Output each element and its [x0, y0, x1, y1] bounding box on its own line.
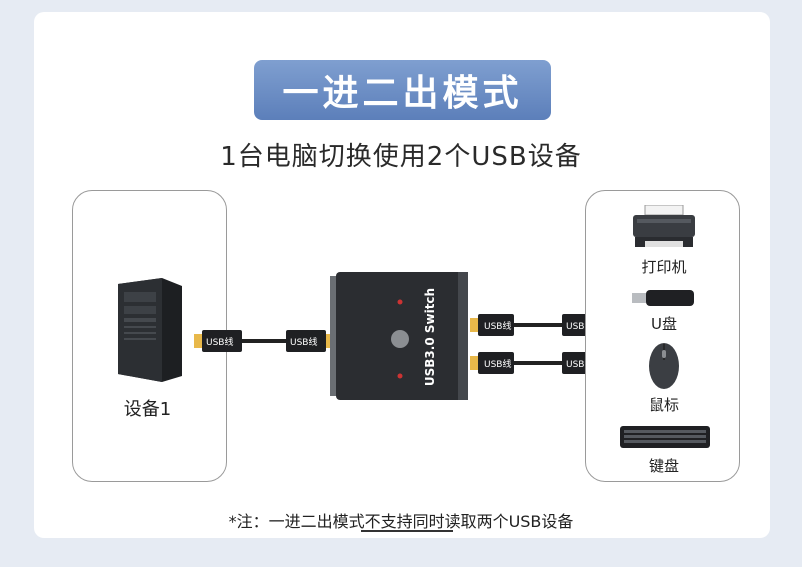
usb-switch-box [330, 272, 468, 400]
pc-tower-icon [118, 278, 182, 382]
switch-label: USB3.0 Switch [423, 287, 437, 387]
cable-label: USB线 [484, 360, 512, 370]
printer-label: 打印机 [641, 258, 687, 276]
footnote: *注：一进二出模式不支持同时读取两个USB设备 [228, 512, 574, 531]
keyboard-label: 键盘 [648, 457, 679, 475]
cable-label: USB线 [290, 338, 318, 348]
cable-label: USB线 [566, 360, 594, 370]
device1-label: 设备1 [123, 399, 172, 420]
page-title: 一进二出模式 [254, 60, 551, 120]
page-subtitle: 1台电脑切换使用2个USB设备 [220, 142, 582, 172]
mouse-icon [649, 343, 679, 389]
printer-icon [633, 205, 695, 247]
cable-label: USB线 [566, 322, 594, 332]
usb-drive-icon [632, 290, 694, 306]
usb-drive-label: U盘 [651, 315, 677, 333]
cable-label: USB线 [484, 322, 512, 332]
cable-label: USB线 [206, 338, 234, 348]
keyboard-icon [620, 426, 710, 448]
mouse-label: 鼠标 [648, 396, 679, 414]
footnote-underline [361, 530, 453, 532]
